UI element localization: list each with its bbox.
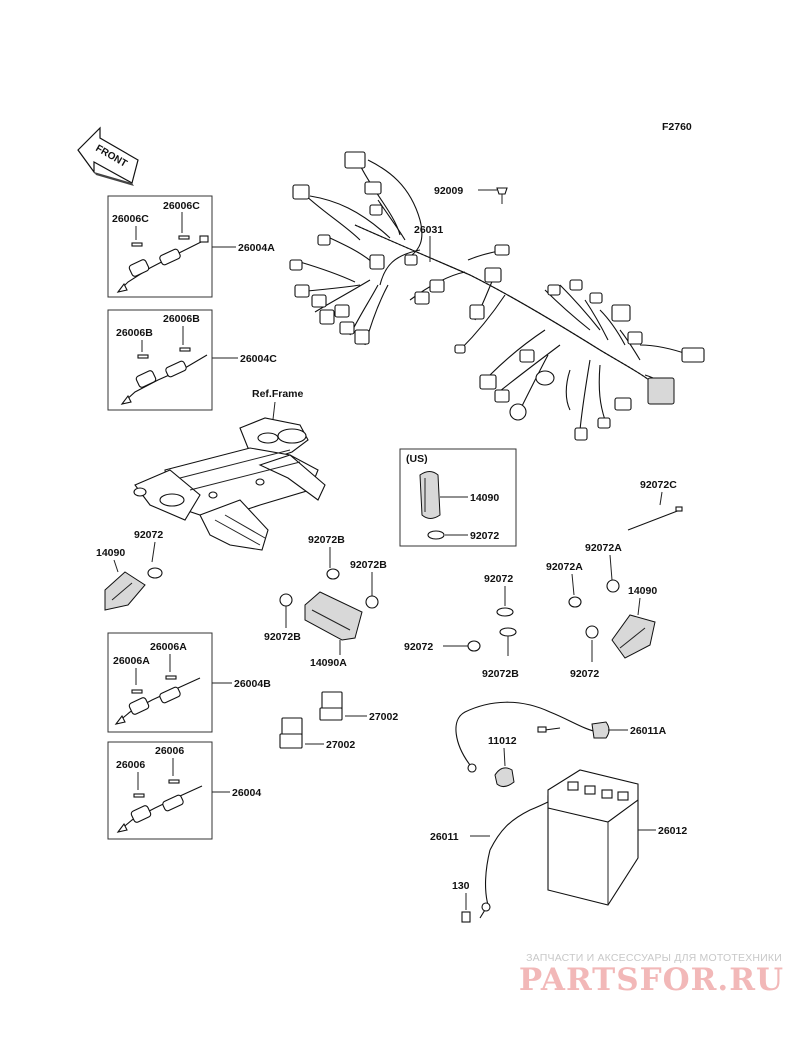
label-26006A-top: 26006A	[150, 641, 187, 653]
front-arrow-icon: FRONT	[77, 126, 139, 186]
label-26006B-left: 26006B	[116, 327, 153, 339]
label-26004B: 26004B	[234, 678, 271, 690]
label-92072B-3: 92072B	[264, 631, 301, 643]
label-130: 130	[452, 880, 470, 892]
label-26011A: 26011A	[630, 725, 667, 737]
label-92072-c1: 92072	[484, 573, 513, 585]
label-26006A-left: 26006A	[113, 655, 150, 667]
label-26006-top: 26006	[155, 745, 184, 757]
watermark-tagline: ЗАПЧАСТИ И АКСЕССУАРЫ ДЛЯ МОТОТЕХНИКИ	[526, 952, 782, 964]
clip-92009	[496, 187, 508, 204]
label-92072A-1: 92072A	[585, 542, 622, 554]
battery-cable-negative	[461, 795, 557, 923]
label-26004: 26004	[232, 787, 261, 799]
kit-26004B: 26006A 26006A 26004B	[107, 632, 271, 733]
label-14090-us: 14090	[470, 492, 499, 504]
label-92072-c2: 92072	[404, 641, 433, 653]
label-27002-upper: 27002	[369, 711, 398, 723]
relay-lower	[279, 717, 303, 749]
figure-code: F2760	[662, 121, 692, 133]
label-26006C-top: 26006C	[163, 200, 200, 212]
label-92072-us: 92072	[470, 530, 499, 542]
label-14090-left: 14090	[96, 547, 125, 559]
label-26006-left: 26006	[116, 759, 145, 771]
label-92072B-center: 92072B	[482, 668, 519, 680]
ref-frame-label: Ref.Frame	[252, 388, 304, 400]
label-92072-right: 92072	[570, 668, 599, 680]
us-kit: (US) 14090 92072	[399, 448, 517, 547]
label-92072A-2: 92072A	[546, 561, 583, 573]
battery-cable-positive	[455, 701, 610, 773]
label-26006C-left: 26006C	[112, 213, 149, 225]
label-92072B-2: 92072B	[350, 559, 387, 571]
label-26004A: 26004A	[238, 242, 275, 254]
label-26031: 26031	[414, 224, 443, 236]
label-92072C: 92072C	[640, 479, 677, 491]
label-26011: 26011	[430, 831, 459, 843]
battery	[547, 769, 639, 906]
label-92072B-1: 92072B	[308, 534, 345, 546]
kit-26004: 26006 26006 26004	[107, 741, 261, 840]
label-26004C: 26004C	[240, 353, 277, 365]
label-26006B-top: 26006B	[163, 313, 200, 325]
label-11012: 11012	[488, 735, 517, 747]
kit-26004A: 26006C 26006C 26004A	[107, 195, 275, 298]
us-label: (US)	[406, 453, 428, 465]
label-14090A: 14090A	[310, 657, 347, 669]
label-26012: 26012	[658, 825, 687, 837]
label-92072-left: 92072	[134, 529, 163, 541]
label-27002-lower: 27002	[326, 739, 355, 751]
frame	[133, 417, 326, 551]
main-harness	[289, 151, 705, 441]
watermark-logo: PARTSFOR.RU	[518, 962, 784, 998]
label-92009: 92009	[434, 185, 463, 197]
label-14090-right: 14090	[628, 585, 657, 597]
relay-upper	[319, 691, 343, 721]
kit-26004C: 26006B 26006B 26004C	[107, 309, 277, 411]
